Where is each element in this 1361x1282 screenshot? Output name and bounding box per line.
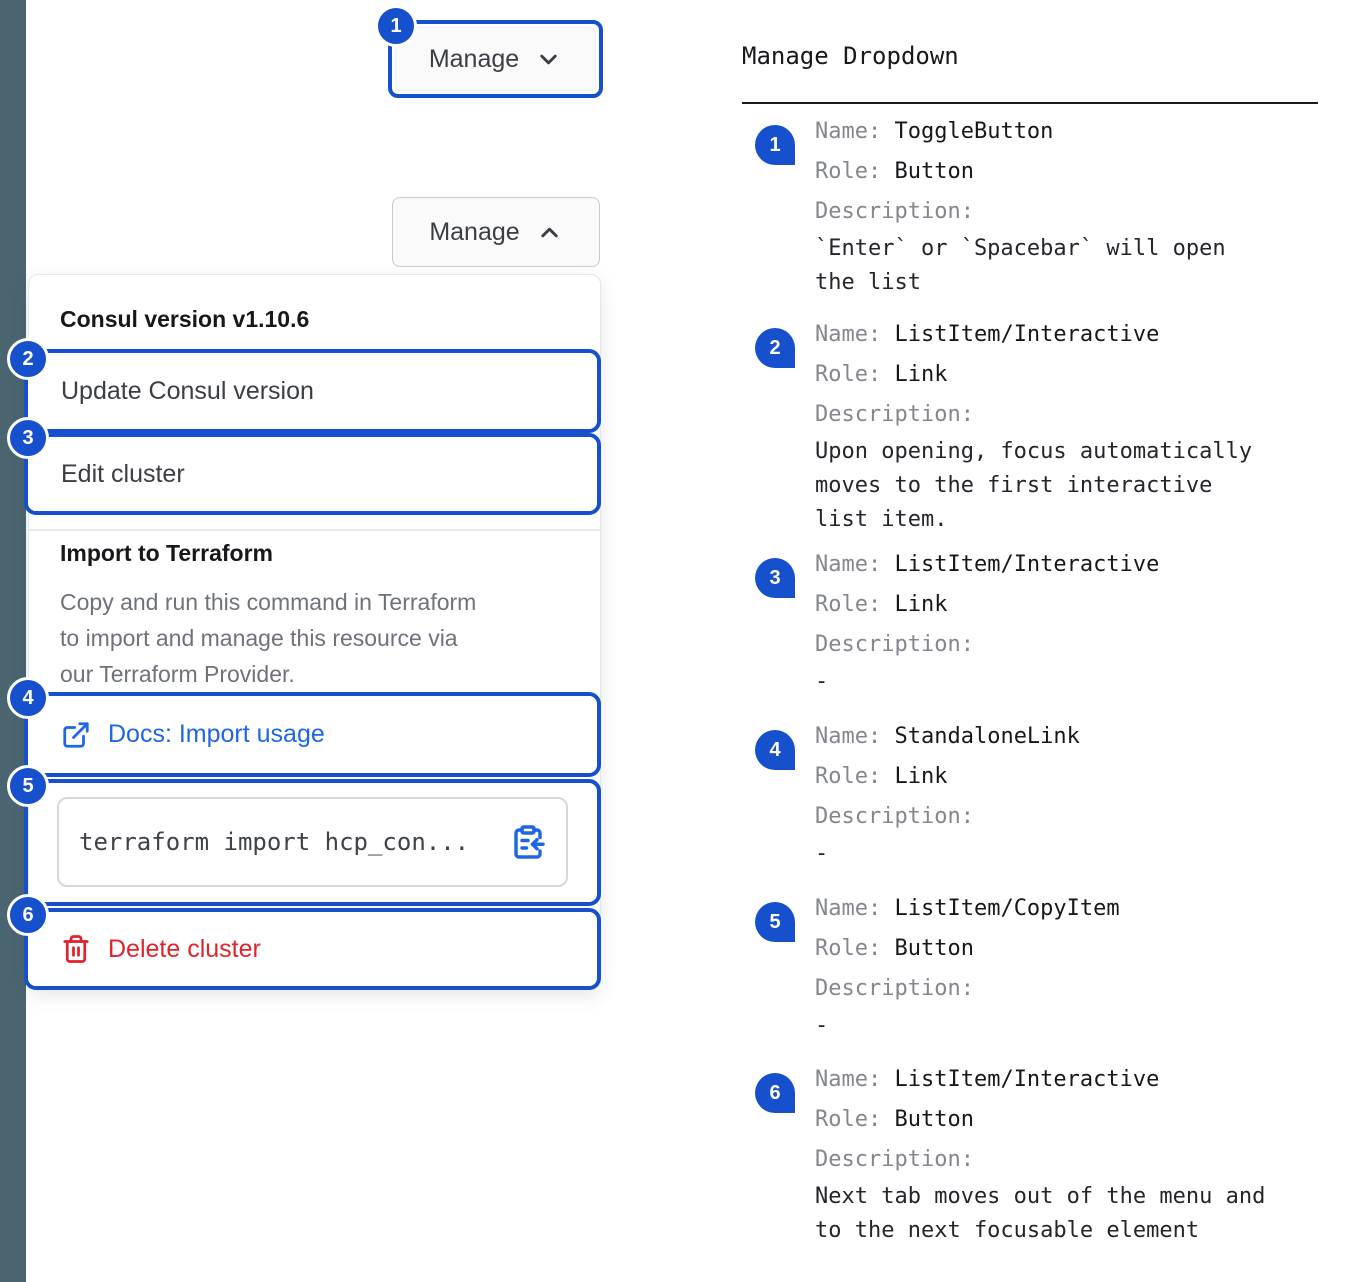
entry-number-badge: 6	[755, 1073, 795, 1113]
description-label: Description:	[815, 632, 974, 657]
description-value: -	[815, 1013, 829, 1038]
entry-number-badge: 2	[755, 328, 795, 368]
annotation-box-6: Delete cluster	[24, 908, 601, 990]
annotation-box-2: Update Consul version	[24, 349, 601, 433]
terraform-import-command: terraform import hcp_con...	[79, 828, 470, 856]
role-label: Role:	[815, 362, 895, 387]
terraform-import-copy-field[interactable]: terraform import hcp_con...	[57, 797, 568, 887]
menu-item-edit-cluster[interactable]: Edit cluster	[28, 437, 597, 511]
left-edge-strip	[0, 0, 26, 1282]
description-label: Description:	[815, 402, 974, 427]
entry-number-badge: 4	[755, 730, 795, 770]
role-value: Button	[894, 159, 974, 184]
annotation-entry-2: 2 Name: ListItem/Interactive Role: Link …	[742, 315, 1342, 537]
role-value: Button	[894, 1107, 974, 1132]
external-link-icon	[61, 720, 91, 750]
annotation-badge-6: 6	[7, 894, 49, 936]
manage-dropdown-toggle-closed[interactable]: Manage	[395, 27, 596, 91]
role-label: Role:	[815, 159, 895, 184]
trash-icon	[61, 934, 91, 964]
menu-item-label: Update Consul version	[61, 376, 314, 405]
annotation-badge-1: 1	[375, 5, 417, 47]
name-label: Name:	[815, 552, 895, 577]
description-value: -	[815, 841, 829, 866]
description-value: Upon opening, focus automatically moves …	[815, 439, 1253, 532]
chevron-down-icon	[535, 46, 562, 73]
menu-divider	[29, 529, 600, 531]
manage-toggle-label: Manage	[428, 44, 520, 73]
docs-import-usage-link[interactable]: Docs: Import usage	[28, 696, 597, 773]
annotation-badge-3: 3	[7, 417, 49, 459]
manage-dropdown-toggle-open[interactable]: Manage	[392, 197, 600, 267]
description-value: -	[815, 669, 829, 694]
name-value: StandaloneLink	[894, 724, 1080, 749]
entry-number-badge: 5	[755, 902, 795, 942]
entry-number-badge: 3	[755, 558, 795, 598]
name-value: ListItem/CopyItem	[894, 896, 1120, 921]
menu-item-delete-cluster[interactable]: Delete cluster	[28, 912, 597, 986]
clipboard-copy-icon[interactable]	[510, 824, 546, 860]
annotation-entry-5: 5 Name: ListItem/CopyItem Role: Button D…	[742, 889, 1342, 1043]
entry-number-badge: 1	[755, 125, 795, 165]
annotations-title: Manage Dropdown	[742, 42, 959, 70]
import-to-terraform-description: Copy and run this command in Terraform t…	[60, 589, 477, 687]
docs-link-label: Docs: Import usage	[108, 720, 325, 748]
description-label: Description:	[815, 1147, 974, 1172]
annotation-box-4: Docs: Import usage	[24, 692, 601, 777]
annotation-entry-6: 6 Name: ListItem/Interactive Role: Butto…	[742, 1060, 1342, 1248]
description-label: Description:	[815, 976, 974, 1001]
annotation-badge-2: 2	[7, 338, 49, 380]
name-label: Name:	[815, 119, 895, 144]
name-label: Name:	[815, 724, 895, 749]
name-value: ListItem/Interactive	[894, 552, 1160, 577]
name-value: ListItem/Interactive	[894, 322, 1160, 347]
menu-item-update-consul-version[interactable]: Update Consul version	[28, 353, 597, 429]
name-value: ListItem/Interactive	[894, 1067, 1160, 1092]
annotation-badge-5: 5	[7, 765, 49, 807]
annotation-entry-3: 3 Name: ListItem/Interactive Role: Link …	[742, 545, 1342, 699]
name-label: Name:	[815, 896, 895, 921]
description-label: Description:	[815, 199, 974, 224]
menu-item-label: Edit cluster	[61, 459, 185, 488]
role-value: Link	[894, 764, 948, 789]
annotations-title-rule	[742, 102, 1318, 104]
annotation-box-3: Edit cluster	[24, 433, 601, 515]
role-value: Link	[894, 592, 948, 617]
role-label: Role:	[815, 764, 895, 789]
role-label: Role:	[815, 1107, 895, 1132]
chevron-up-icon	[536, 219, 563, 246]
annotation-badge-4: 4	[7, 677, 49, 719]
annotation-box-5	[24, 779, 601, 906]
name-label: Name:	[815, 1067, 895, 1092]
name-value: ToggleButton	[894, 119, 1054, 144]
import-to-terraform-title: Import to Terraform	[60, 540, 273, 566]
name-label: Name:	[815, 322, 895, 347]
annotation-box-1: Manage	[388, 20, 603, 98]
role-label: Role:	[815, 592, 895, 617]
role-value: Link	[894, 362, 948, 387]
manage-toggle-label: Manage	[429, 217, 520, 246]
description-value: Next tab moves out of the menu and to th…	[815, 1184, 1266, 1243]
annotation-entry-1: 1 Name: ToggleButton Role: Button Descri…	[742, 112, 1342, 300]
delete-cluster-label: Delete cluster	[108, 934, 261, 963]
role-value: Button	[894, 936, 974, 961]
role-label: Role:	[815, 936, 895, 961]
annotation-entry-4: 4 Name: StandaloneLink Role: Link Descri…	[742, 717, 1342, 871]
consul-version-header: Consul version v1.10.6	[60, 306, 310, 332]
description-value: `Enter` or `Spacebar` will open the list	[815, 236, 1226, 295]
description-label: Description:	[815, 804, 974, 829]
